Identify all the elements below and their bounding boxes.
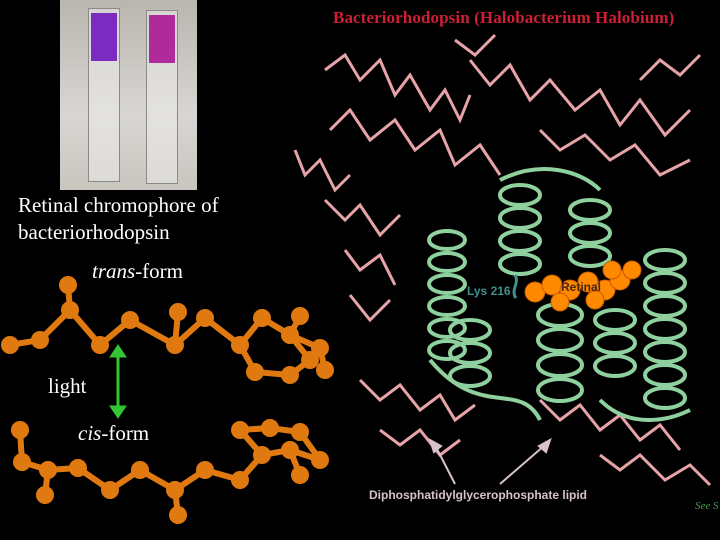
protein-helices <box>427 167 691 422</box>
helix-4 <box>643 248 687 410</box>
cis-form-label: cis-form <box>78 421 150 445</box>
figure-title: Bacteriorhodopsin (Halobacterium Halobiu… <box>333 8 675 27</box>
helix-6 <box>536 302 584 403</box>
lys-linkage <box>512 274 518 299</box>
retinal-label: Retinal <box>561 280 602 294</box>
trans-retinal-molecule <box>1 276 334 384</box>
helix-5 <box>448 318 492 388</box>
caption: Retinal chromophore of bacteriorhodopsin <box>18 193 219 244</box>
light-arrow <box>109 344 127 419</box>
helix-7 <box>593 308 637 378</box>
cis-retinal-molecule <box>11 419 329 524</box>
trans-form-label: trans-form <box>92 259 184 283</box>
magenta-sample <box>149 15 175 63</box>
tube-right <box>146 10 178 184</box>
sample-photo <box>60 0 197 190</box>
lipid-label: Diphosphatidylglycerophosphate lipid <box>369 488 588 502</box>
retinal-spheres <box>524 260 642 312</box>
signature: See S <box>695 500 719 512</box>
lipid-pointer-arrows <box>428 437 552 485</box>
lipid-molecules <box>293 33 712 487</box>
loop-bottom <box>428 358 542 421</box>
lys-216-label: Lys 216 <box>467 284 511 298</box>
loop-right <box>598 398 691 422</box>
helix-1 <box>427 229 467 361</box>
loop-top <box>499 167 602 192</box>
light-label: light <box>48 374 87 398</box>
purple-sample <box>91 13 117 61</box>
helix-2 <box>498 183 542 276</box>
helix-3 <box>568 198 612 268</box>
tube-left <box>88 8 120 182</box>
